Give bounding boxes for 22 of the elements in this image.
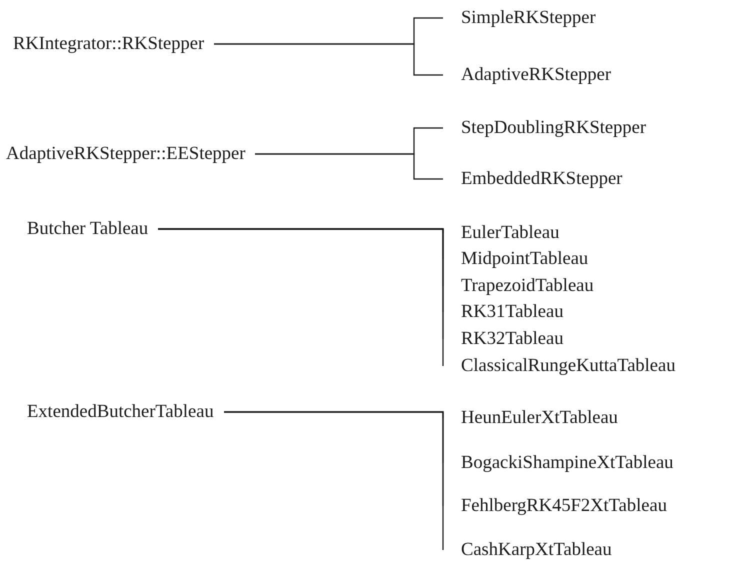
class-name: CashKarpXtTableau [443, 538, 612, 562]
class-name: BogackiShampineXtTableau [443, 451, 674, 475]
class-name: TrapezoidTableau [443, 274, 594, 298]
tree-connector [158, 228, 444, 366]
class-name: RK31Tableau [443, 300, 564, 324]
class-name: AdaptiveRKStepper [443, 63, 612, 87]
class-name: AdaptiveRKStepper::EEStepper [6, 142, 256, 166]
class-name: HeunEulerXtTableau [443, 406, 618, 430]
class-name: MidpointTableau [443, 247, 588, 271]
class-name: ClassicalRungeKuttaTableau [443, 354, 676, 378]
tree-connector [224, 411, 444, 550]
class-name: Butcher Tableau [27, 217, 158, 241]
tree-connector [255, 153, 443, 180]
class-name: RKIntegrator::RKStepper [13, 32, 214, 56]
class-name: ExtendedButcherTableau [27, 400, 224, 424]
class-name: RK32Tableau [443, 327, 564, 351]
class-name: SimpleRKStepper [443, 6, 596, 30]
tree-connector [214, 43, 443, 76]
class-name: FehlbergRK45F2XtTableau [443, 494, 667, 518]
class-name: EulerTableau [443, 221, 560, 245]
class-name: StepDoublingRKStepper [443, 116, 646, 140]
class-name: EmbeddedRKStepper [443, 167, 622, 191]
